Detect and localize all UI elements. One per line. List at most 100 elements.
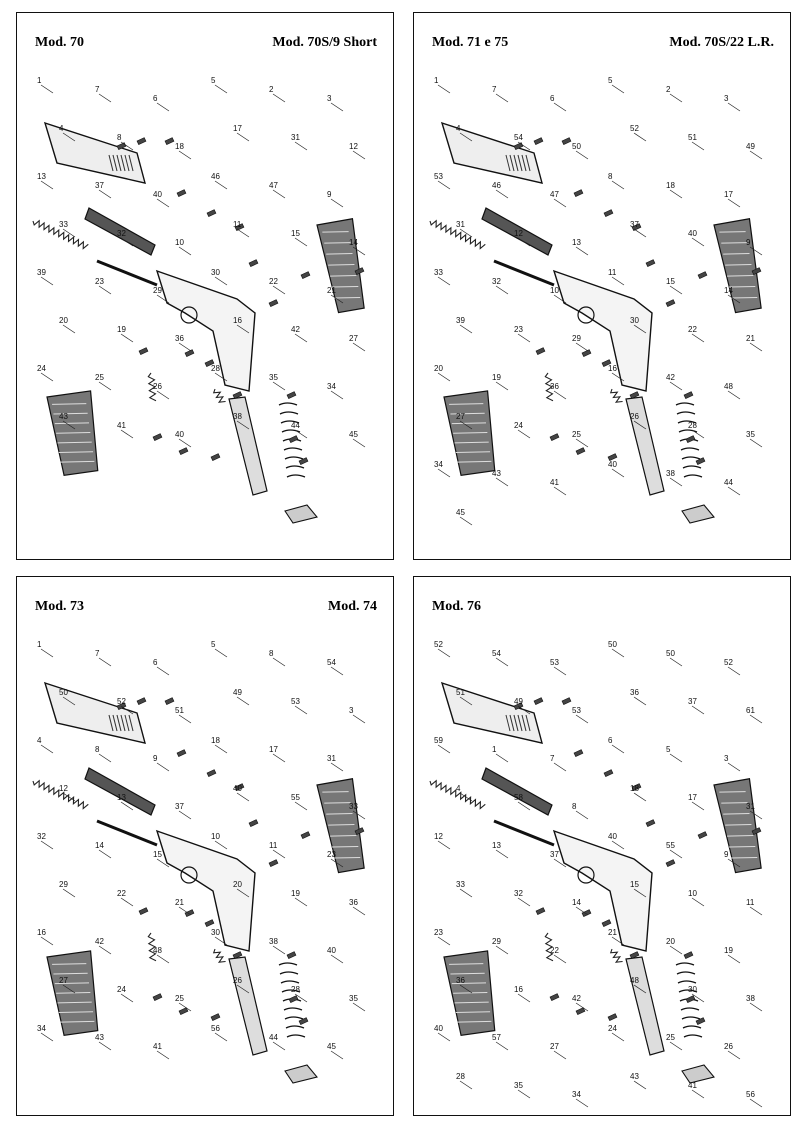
leader-line <box>553 102 567 112</box>
magazine-spring-coil <box>284 1016 304 1020</box>
part-number-label: 31 <box>456 220 465 229</box>
part-number-label: 49 <box>514 697 523 706</box>
grip-checkering <box>727 275 754 277</box>
leader-line <box>459 984 473 994</box>
grip-checkering <box>324 802 351 804</box>
leader-line <box>40 648 54 658</box>
leader-line <box>437 468 451 478</box>
grip-checkering <box>723 813 750 815</box>
leader-line <box>236 888 250 898</box>
grip-shape <box>713 778 762 874</box>
leader-line <box>62 888 76 898</box>
magazine-spring-coil <box>286 1034 306 1038</box>
grip-checkering <box>719 791 746 793</box>
small-part <box>549 433 560 442</box>
part-number-label: 4 <box>59 124 64 133</box>
leader-line <box>120 141 134 151</box>
leader-line <box>633 984 647 994</box>
leader-line <box>40 1032 54 1042</box>
small-part <box>268 859 279 868</box>
part-number-label: 32 <box>37 832 46 841</box>
grip-checkering <box>60 460 95 463</box>
part-number-label: 53 <box>434 172 443 181</box>
leader-line <box>459 1080 473 1090</box>
leader-line <box>459 792 473 802</box>
part-number-label: 40 <box>327 946 336 955</box>
leader-line <box>214 84 228 94</box>
part-number-label: 24 <box>37 364 46 373</box>
leader-line <box>749 906 763 916</box>
small-part <box>204 359 215 368</box>
leader-line <box>156 198 170 208</box>
leader-line <box>214 744 228 754</box>
leader-line <box>669 657 683 667</box>
part-number-label: 51 <box>456 688 465 697</box>
small-part <box>603 209 614 218</box>
part-number-label: 18 <box>211 736 220 745</box>
grip-checkering <box>57 441 92 444</box>
magazine-spring-coil <box>280 420 300 424</box>
grip-checkering <box>326 253 353 255</box>
magazine-spring-coil <box>683 1034 703 1038</box>
part-number-label: 51 <box>175 706 184 715</box>
leader-line <box>575 1098 589 1108</box>
part-number-label: 25 <box>666 1033 675 1042</box>
leader-line <box>214 936 228 946</box>
part-number-label: 30 <box>211 928 220 937</box>
grip-checkering <box>449 403 484 405</box>
small-part <box>535 907 546 916</box>
part-number-label: 42 <box>572 994 581 1003</box>
part-number-label: 44 <box>724 478 733 487</box>
leader-line <box>62 132 76 142</box>
small-part <box>184 909 195 918</box>
part-number-label: 24 <box>117 985 126 994</box>
small-part <box>288 995 299 1004</box>
leader-line <box>214 840 228 850</box>
small-part <box>573 749 584 758</box>
leader-line <box>727 1050 741 1060</box>
grip-checkering <box>57 1001 92 1004</box>
small-part <box>683 391 694 400</box>
leader-line <box>62 420 76 430</box>
leader-line <box>40 180 54 190</box>
leader-line <box>62 792 76 802</box>
part-number-label: 50 <box>59 688 68 697</box>
small-part <box>631 783 642 792</box>
part-number-label: 45 <box>327 1042 336 1051</box>
leader-line <box>495 657 509 667</box>
leader-line <box>437 84 451 94</box>
small-part <box>573 189 584 198</box>
magazine-spring-coil <box>278 962 298 966</box>
leader-line <box>517 141 531 151</box>
small-part <box>234 783 245 792</box>
part-number-label: 16 <box>37 928 46 937</box>
slide-serration <box>124 714 130 732</box>
part-number-label: 19 <box>117 325 126 334</box>
part-number-label: 33 <box>349 802 358 811</box>
leader-line <box>611 468 625 478</box>
leader-line <box>62 324 76 334</box>
leader-line <box>611 840 625 850</box>
part-number-label: 44 <box>291 421 300 430</box>
magazine-spring-coil <box>283 447 303 451</box>
leader-line <box>178 1002 192 1012</box>
part-number-label: 42 <box>291 325 300 334</box>
part-number-label: 55 <box>666 841 675 850</box>
part-number-label: 36 <box>630 688 639 697</box>
magazine-spring-coil <box>279 411 299 415</box>
part-number-label: 10 <box>550 286 559 295</box>
barrel <box>84 207 156 256</box>
leader-line <box>749 246 763 256</box>
leader-line <box>611 744 625 754</box>
part-number-label: 44 <box>269 1033 278 1042</box>
slide-serration <box>517 714 523 732</box>
spring <box>609 388 623 403</box>
small-part <box>300 271 311 280</box>
magazine <box>228 956 268 1056</box>
small-part <box>136 137 147 146</box>
leader-line <box>517 993 531 1003</box>
part-number-label: 58 <box>514 793 523 802</box>
slide-serration <box>116 154 122 172</box>
leader-line <box>98 381 112 391</box>
